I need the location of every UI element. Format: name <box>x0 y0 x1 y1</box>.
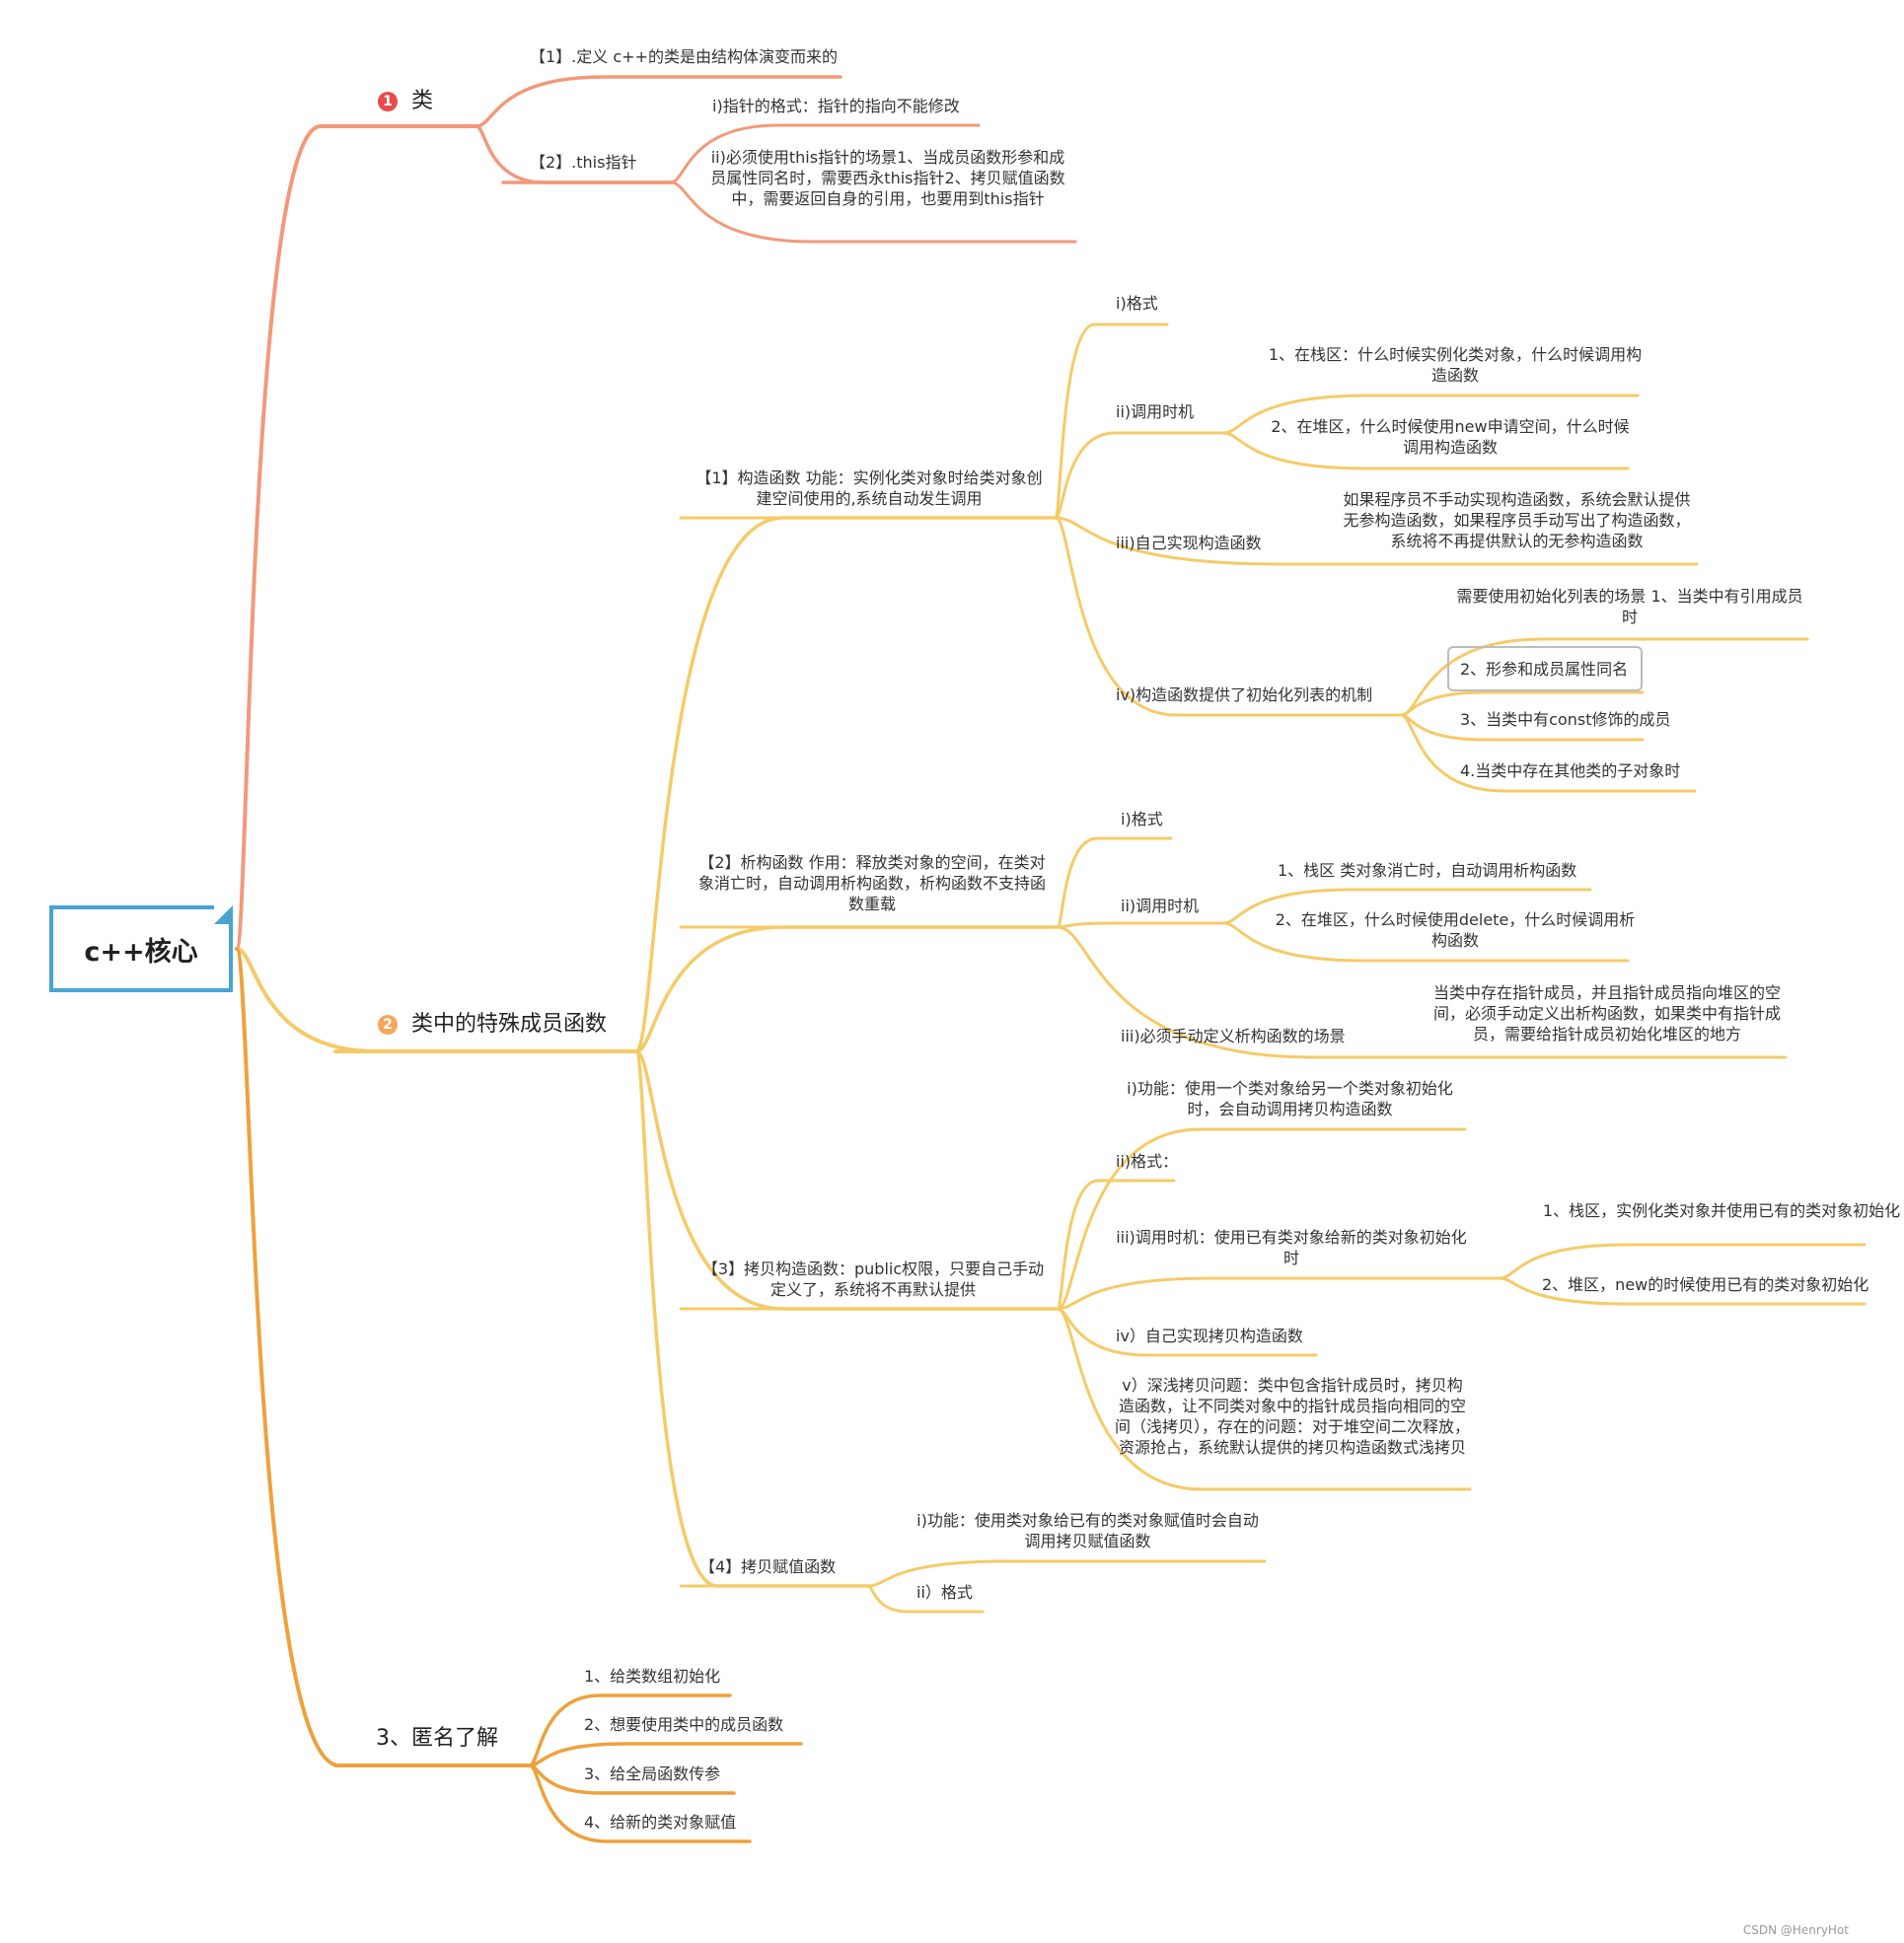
edge-assign-fmt <box>866 1584 985 1614</box>
node-this-format[interactable]: i)指针的格式：指针的指向不能修改 <box>712 97 960 115</box>
edge-ctor-init <box>1054 516 1403 717</box>
edge-copy-call-heap <box>1498 1276 1867 1306</box>
node-init-list-case-3[interactable]: 3、当类中有const修饰的成员 <box>1460 710 1671 729</box>
node-destructor-required-desc[interactable]: 当类中存在指针成员，并且指针成员指向堆区的空间，必须手动定义出析构函数，如果类中… <box>1432 983 1781 1043</box>
node-copy-constructor[interactable]: 【3】拷贝构造函数：public权限，只要自己手动定义了，系统将不再默认提供 <box>701 1259 1045 1299</box>
node-constructor-call-timing[interactable]: ii)调用时机 <box>1116 402 1195 421</box>
edge-root-class <box>235 124 478 951</box>
node-copy-assignment[interactable]: 【4】拷贝赋值函数 <box>699 1557 837 1576</box>
edge-copy-call <box>1056 1276 1501 1311</box>
edge-copy-func <box>1056 1127 1467 1311</box>
edge-assign-func <box>866 1559 1267 1588</box>
node-anonymous-item-4[interactable]: 4、给新的类对象赋值 <box>584 1813 737 1832</box>
node-this-pointer[interactable]: 【2】.this指针 <box>530 153 637 172</box>
edge-copy-call-stack <box>1498 1243 1867 1280</box>
edge-special-copy <box>634 1049 1060 1311</box>
node-constructor-self-implement-desc[interactable]: 如果程序员不手动实现构造函数，系统会默认提供无参构造函数，如果程序员手动写出了构… <box>1343 490 1691 550</box>
number-badge-2-icon: 2 <box>378 1015 398 1035</box>
number-badge-1-icon: 1 <box>378 92 398 111</box>
edge-ctor-impl <box>1054 516 1699 566</box>
branch-special-member-functions[interactable]: 2 类中的特殊成员函数 <box>378 1011 607 1039</box>
edge-copy-fmt <box>1056 1179 1176 1311</box>
edge-special-dtor <box>634 925 1060 1053</box>
node-destructor-required[interactable]: iii)必须手动定义析构函数的场景 <box>1121 1027 1346 1045</box>
node-destructor-call-stack[interactable]: 1、栈区 类对象消亡时，自动调用析构函数 <box>1278 861 1577 880</box>
node-constructor-call-stack[interactable]: 1、在栈区：什么时候实例化类对象，什么时候调用构造函数 <box>1268 345 1643 385</box>
node-deep-shallow-copy[interactable]: v）深浅拷贝问题：类中包含指针成员时，拷贝构造函数，让不同类对象中的指针成员指向… <box>1115 1376 1471 1457</box>
edge-this-use <box>669 180 1077 244</box>
node-copy-constructor-self-implement[interactable]: iv）自己实现拷贝构造函数 <box>1116 1327 1303 1345</box>
node-this-required-usage[interactable]: ii)必须使用this指针的场景1、当成员函数形参和成员属性同名时，需要西永th… <box>710 148 1065 208</box>
node-destructor[interactable]: 【2】析构函数 作用：释放类对象的空间，在类对象消亡时，自动调用析构函数，析构函… <box>697 853 1046 913</box>
node-destructor-format[interactable]: i)格式 <box>1121 810 1163 828</box>
edge-init-2 <box>1399 690 1645 717</box>
node-class-definition[interactable]: 【1】.定义 c++的类是由结构体演变而来的 <box>530 47 838 66</box>
edge-dtor-call-stack <box>1221 888 1592 925</box>
branch-class-label: 类 <box>411 89 434 113</box>
node-anonymous-item-3[interactable]: 3、给全局函数传参 <box>584 1764 721 1783</box>
edge-dtor-must <box>1056 925 1788 1059</box>
watermark: CSDN @HenryHot <box>1742 1923 1849 1937</box>
edge-dtor-call <box>1056 921 1225 929</box>
node-destructor-call-heap[interactable]: 2、在堆区，什么时候使用delete，什么时候调用析构函数 <box>1275 910 1636 950</box>
edge-dtor-call-heap <box>1221 921 1630 963</box>
node-copy-assignment-function[interactable]: i)功能：使用类对象给已有的类对象赋值时会自动调用拷贝赋值函数 <box>916 1511 1259 1550</box>
branch-anonymous[interactable]: 3、匿名了解 <box>376 1726 498 1751</box>
node-copy-constructor-call-stack[interactable]: 1、栈区，实例化类对象并使用已有的类对象初始化 <box>1542 1201 1901 1220</box>
connector-lines <box>235 75 1867 1843</box>
node-anonymous-item-2[interactable]: 2、想要使用类中的成员函数 <box>584 1715 784 1734</box>
edge-ctor-fmt <box>1054 323 1169 520</box>
edge-ctor-call-heap <box>1221 431 1630 470</box>
root-node-fold-corner <box>214 905 233 924</box>
branch-special-member-functions-label: 类中的特殊成员函数 <box>411 1012 608 1037</box>
root-node-label: c++核心 <box>84 936 198 968</box>
edge-init-4 <box>1399 713 1697 793</box>
node-anonymous-item-1[interactable]: 1、给类数组初始化 <box>584 1667 721 1686</box>
node-constructor-format[interactable]: i)格式 <box>1116 294 1158 313</box>
node-copy-constructor-call-timing[interactable]: iii)调用时机：使用已有类对象给新的类对象初始化时 <box>1116 1228 1467 1267</box>
node-constructor-init-list[interactable]: iv)构造函数提供了初始化列表的机制 <box>1116 685 1373 704</box>
edge-root-anonymous <box>235 947 532 1767</box>
node-copy-assignment-format[interactable]: ii）格式 <box>916 1583 973 1602</box>
edge-this-fmt <box>669 123 981 184</box>
edge-anon-4 <box>528 1763 752 1843</box>
node-copy-constructor-call-heap[interactable]: 2、堆区，new的时候使用已有的类对象初始化 <box>1542 1275 1869 1294</box>
edge-dtor-fmt <box>1056 836 1173 929</box>
edge-anon-2 <box>528 1742 803 1767</box>
edge-special-assign <box>634 1049 870 1588</box>
node-init-list-case-1[interactable]: 需要使用初始化列表的场景 1、当类中有引用成员时 <box>1456 587 1803 626</box>
node-constructor[interactable]: 【1】构造函数 功能：实例化类对象时给类对象创建空间使用的,系统自动发生调用 <box>696 468 1043 508</box>
edge-anon-1 <box>528 1693 732 1767</box>
node-init-list-case-4[interactable]: 4.当类中存在其他类的子对象时 <box>1460 761 1681 780</box>
highlight-frame <box>1447 646 1643 691</box>
edge-copy-deep <box>1056 1307 1472 1491</box>
node-copy-constructor-format[interactable]: ii)格式： <box>1116 1152 1179 1171</box>
node-destructor-call-timing[interactable]: ii)调用时机 <box>1121 897 1200 915</box>
edge-class-def <box>475 75 842 128</box>
root-node[interactable] <box>49 905 233 992</box>
node-copy-constructor-function[interactable]: i)功能：使用一个类对象给另一个类对象初始化时，会自动调用拷贝构造函数 <box>1127 1079 1453 1118</box>
edge-ctor-call-stack <box>1221 394 1640 435</box>
node-init-list-case-2[interactable]: 2、形参和成员属性同名 <box>1460 660 1629 679</box>
node-constructor-self-implement[interactable]: iii)自己实现构造函数 <box>1116 534 1262 552</box>
edge-ctor-call <box>1054 431 1225 520</box>
node-constructor-call-heap[interactable]: 2、在堆区，什么时候使用new申请空间，什么时候调用构造函数 <box>1271 417 1630 457</box>
edge-special-ctor <box>634 516 1058 1053</box>
